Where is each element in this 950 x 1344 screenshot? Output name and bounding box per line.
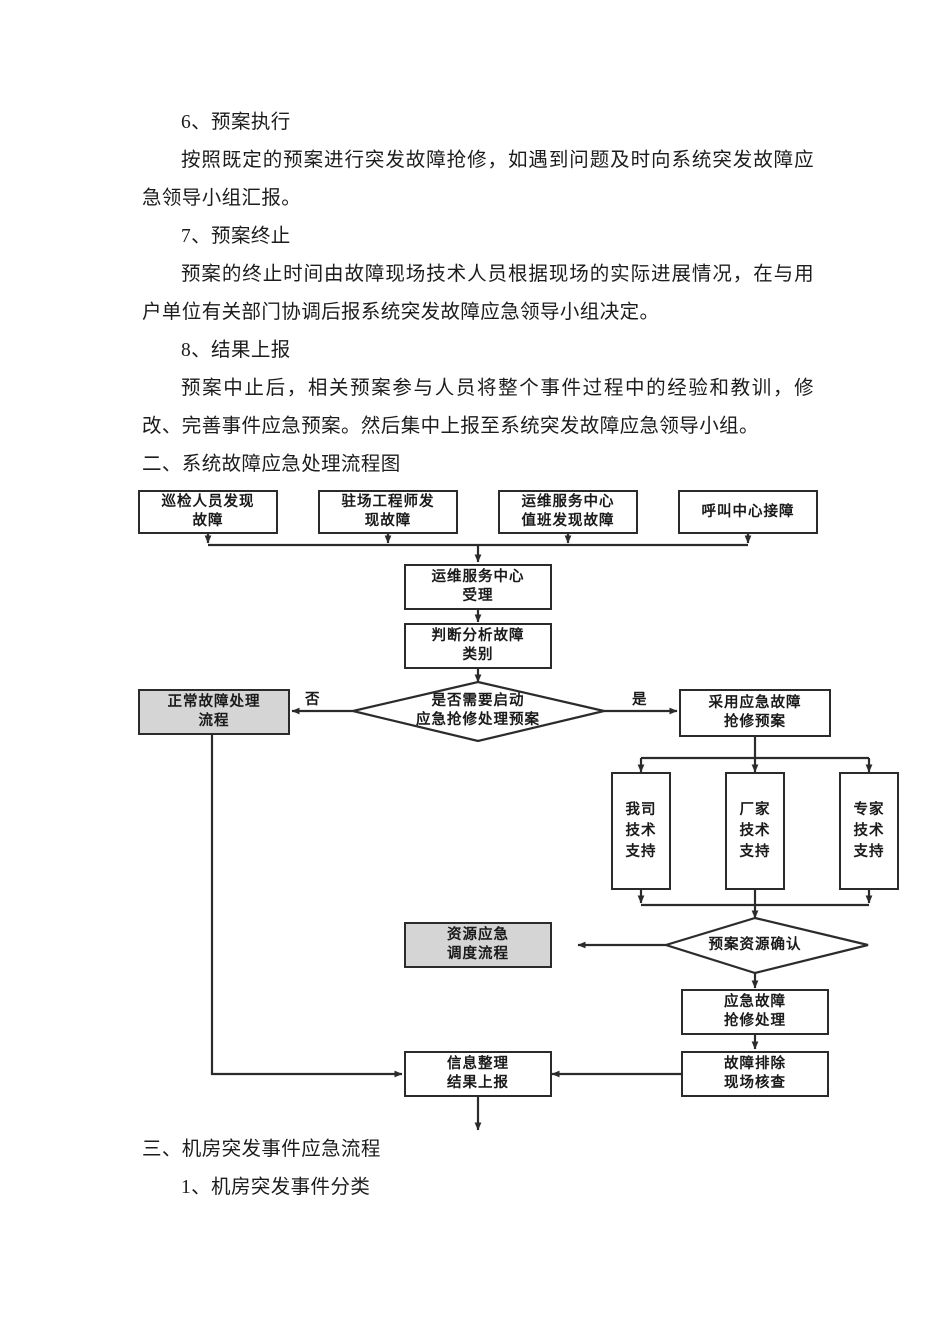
paragraph: 按照既定的预案进行突发故障抢修，如遇到问题及时向系统突发故障应急领导小组汇报。 bbox=[142, 150, 814, 209]
flow-node-label: 厂家 技术 支持 bbox=[739, 801, 771, 860]
flow-node-ops-center-duty-found[interactable]: 运维服务中心 值班发现故障 bbox=[498, 490, 638, 534]
flow-node-label: 应急故障 抢修处理 bbox=[724, 994, 786, 1029]
flow-node-label: 采用应急故障 抢修预案 bbox=[708, 695, 802, 730]
flow-decision-plan-resource-confirm[interactable]: 预案资源确认 bbox=[680, 932, 830, 958]
flow-node-expert-tech-support[interactable]: 专家 技术 支持 bbox=[839, 772, 899, 890]
flow-node-analyze-fault-type[interactable]: 判断分析故障 类别 bbox=[404, 623, 552, 669]
flow-node-fault-cleared-onsite-check[interactable]: 故障排除 现场核查 bbox=[681, 1051, 829, 1097]
flow-node-label: 运维服务中心 值班发现故障 bbox=[521, 494, 615, 529]
flow-node-label: 正常故障处理 流程 bbox=[167, 694, 261, 729]
section-heading: 三、机房突发事件应急流程 bbox=[142, 1139, 381, 1160]
edge-label-no: 否 bbox=[305, 692, 321, 708]
edge-label-yes: 是 bbox=[632, 692, 648, 708]
flow-node-label: 判断分析故障 类别 bbox=[431, 628, 525, 663]
flow-node-label: 信息整理 结果上报 bbox=[447, 1056, 509, 1091]
flow-node-label: 驻场工程师发 现故障 bbox=[341, 494, 435, 529]
flow-node-label: 我司 技术 支持 bbox=[625, 801, 657, 860]
paragraph: 7、预案终止 bbox=[181, 226, 291, 247]
section-heading: 二、系统故障应急处理流程图 bbox=[142, 454, 401, 475]
flow-node-label: 是否需要启动 应急抢修处理预案 bbox=[416, 693, 540, 728]
paragraph: 8、结果上报 bbox=[181, 340, 291, 361]
flow-node-normal-fault-process[interactable]: 正常故障处理 流程 bbox=[138, 689, 290, 735]
paragraph: 1、机房突发事件分类 bbox=[181, 1177, 371, 1198]
flow-node-label: 巡检人员发现 故障 bbox=[161, 494, 255, 529]
flow-node-our-tech-support[interactable]: 我司 技术 支持 bbox=[611, 772, 671, 890]
flow-node-label: 资源应急 调度流程 bbox=[447, 927, 509, 962]
flow-node-label: 运维服务中心 受理 bbox=[431, 569, 525, 604]
flow-node-emergency-fault-repair[interactable]: 应急故障 抢修处理 bbox=[681, 989, 829, 1035]
flow-node-info-compile-report[interactable]: 信息整理 结果上报 bbox=[404, 1051, 552, 1097]
body-text-upper: 6、预案执行 按照既定的预案进行突发故障抢修，如遇到问题及时向系统突发故障应急领… bbox=[142, 104, 814, 484]
flow-node-onsite-engineer-found[interactable]: 驻场工程师发 现故障 bbox=[318, 490, 458, 534]
flow-decision-need-emergency-plan[interactable]: 是否需要启动 应急抢修处理预案 bbox=[383, 690, 573, 732]
flow-node-label: 预案资源确认 bbox=[708, 936, 802, 953]
paragraph: 预案的终止时间由故障现场技术人员根据现场的实际进展情况，在与用户单位有关部门协调… bbox=[142, 264, 814, 323]
flow-node-resource-dispatch-process[interactable]: 资源应急 调度流程 bbox=[404, 922, 552, 968]
flow-node-label: 呼叫中心接障 bbox=[701, 503, 795, 520]
flow-node-inspect-found[interactable]: 巡检人员发现 故障 bbox=[138, 490, 278, 534]
paragraph: 预案中止后，相关预案参与人员将整个事件过程中的经验和教训，修改、完善事件应急预案… bbox=[142, 378, 814, 437]
flow-node-ops-center-accept[interactable]: 运维服务中心 受理 bbox=[404, 564, 552, 610]
flow-node-vendor-tech-support[interactable]: 厂家 技术 支持 bbox=[725, 772, 785, 890]
paragraph: 6、预案执行 bbox=[181, 112, 291, 133]
flow-node-label: 故障排除 现场核查 bbox=[724, 1056, 786, 1091]
body-text-lower: 三、机房突发事件应急流程 1、机房突发事件分类 bbox=[142, 1131, 814, 1207]
flow-node-adopt-emergency-plan[interactable]: 采用应急故障 抢修预案 bbox=[679, 689, 831, 737]
flow-node-call-center-received[interactable]: 呼叫中心接障 bbox=[678, 490, 818, 534]
flow-node-label: 专家 技术 支持 bbox=[853, 801, 885, 860]
